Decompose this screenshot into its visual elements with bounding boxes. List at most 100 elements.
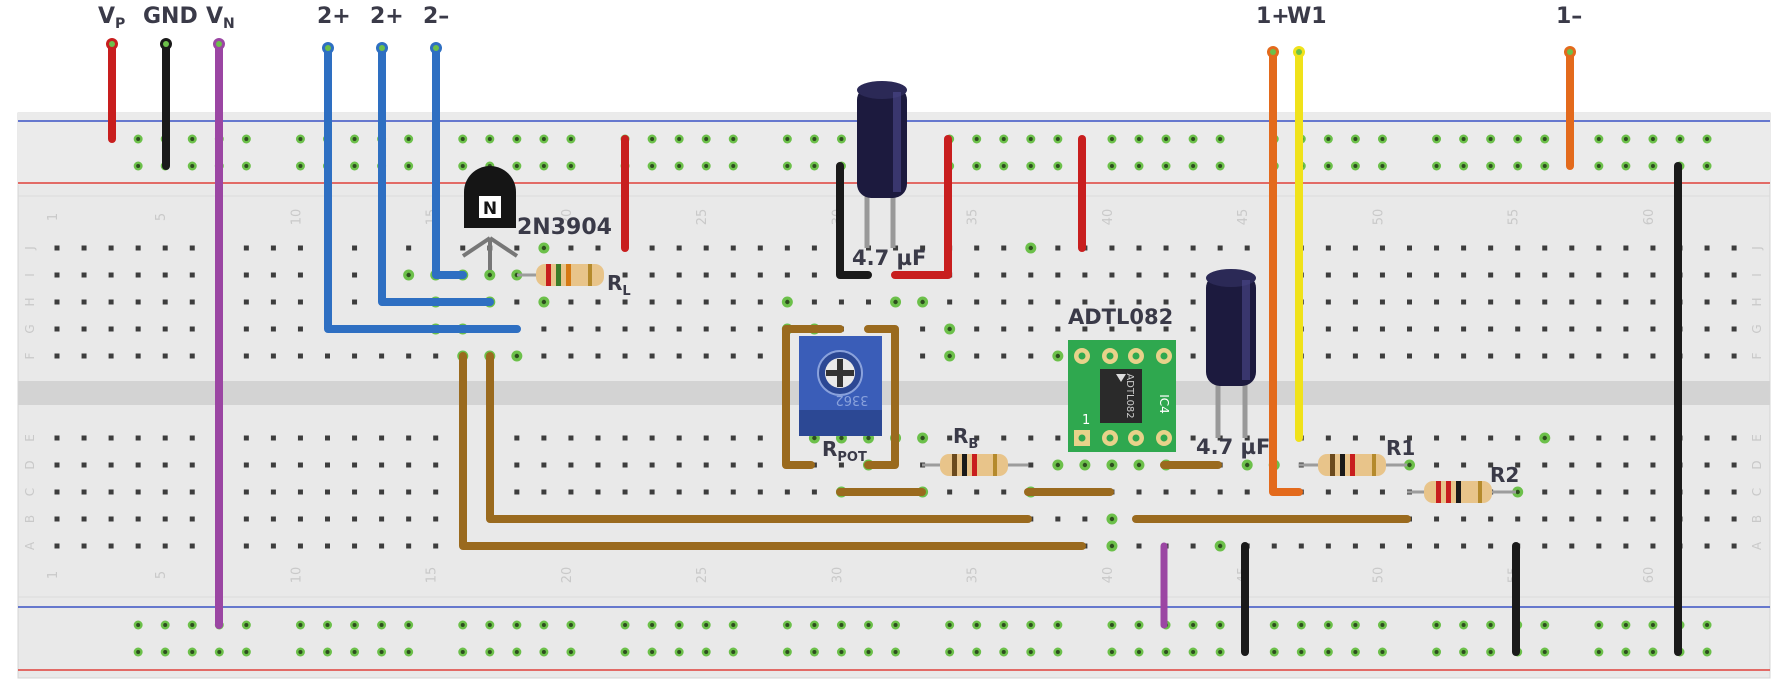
hole — [1515, 353, 1521, 359]
hole — [325, 543, 330, 549]
hole — [189, 543, 195, 549]
hole — [162, 516, 168, 522]
active-hole-core — [866, 435, 871, 441]
hole — [514, 462, 520, 468]
hole — [406, 245, 412, 251]
hole — [1704, 299, 1710, 305]
label-cap2: 4.7 µF — [1196, 435, 1270, 459]
rail-hole-core — [1191, 164, 1196, 168]
rail-hole-core — [974, 137, 979, 141]
hole — [1731, 245, 1737, 251]
label-r1: R1 — [1386, 436, 1415, 460]
rail-hole-core — [1164, 164, 1169, 168]
hole — [1055, 516, 1061, 522]
rail-hole-core — [1705, 137, 1710, 141]
rail-hole-core — [190, 137, 195, 141]
rail-hole-core — [1326, 650, 1331, 654]
hole — [1190, 245, 1196, 251]
hole — [270, 326, 276, 332]
hole — [757, 272, 763, 278]
hole — [270, 489, 276, 495]
rail-hole-core — [1137, 650, 1141, 654]
hole — [974, 435, 980, 441]
hole — [1407, 272, 1412, 278]
wire-end-core — [433, 45, 439, 51]
hole — [1596, 353, 1602, 359]
hole — [1542, 353, 1548, 359]
wire-blue-3 — [432, 44, 467, 279]
hole — [1109, 299, 1115, 305]
hole — [1731, 462, 1737, 468]
rail-hole-core — [1218, 164, 1223, 168]
rail-hole-core — [812, 623, 817, 627]
ic-pad-hole — [1160, 434, 1168, 442]
hole — [1244, 245, 1250, 251]
rail-hole-core — [514, 650, 519, 654]
hole — [352, 489, 358, 495]
rail-hole-core — [812, 650, 817, 654]
hole — [54, 462, 60, 468]
column-number: 35 — [966, 567, 981, 584]
hole — [1109, 326, 1115, 332]
hole — [406, 489, 412, 495]
hole — [1190, 272, 1196, 278]
hole — [595, 245, 601, 251]
hole — [622, 462, 628, 468]
hole — [1596, 245, 1602, 251]
resistor-rb — [922, 454, 1028, 476]
active-hole-core — [1109, 543, 1115, 549]
rail-hole-core — [704, 137, 709, 141]
hole — [297, 543, 303, 549]
hole — [676, 245, 682, 251]
hole — [1190, 489, 1196, 495]
rail-hole-core — [1488, 650, 1493, 654]
hole — [1028, 299, 1034, 305]
hole — [1569, 489, 1575, 495]
hole — [1055, 326, 1061, 332]
hole — [81, 326, 87, 332]
hole — [1434, 543, 1440, 549]
rail-hole-core — [352, 623, 357, 627]
hole — [270, 435, 276, 441]
hole — [1488, 245, 1494, 251]
hole — [54, 245, 60, 251]
column-number: 20 — [560, 209, 575, 226]
hole — [1244, 489, 1250, 495]
active-hole-core — [920, 299, 925, 305]
hole — [1650, 543, 1656, 549]
hole — [1731, 543, 1737, 549]
hole — [757, 326, 763, 332]
active-hole-core — [487, 272, 492, 278]
hole — [1407, 353, 1412, 359]
hole — [135, 272, 141, 278]
wire-orange-1plus — [1269, 48, 1303, 496]
rail-hole-core — [1055, 137, 1060, 141]
active-hole-core — [1055, 353, 1061, 359]
hole — [189, 245, 195, 251]
hole — [1461, 245, 1467, 251]
rail-hole-core — [731, 623, 736, 627]
hole — [406, 435, 412, 441]
hole — [676, 326, 682, 332]
hole — [649, 489, 655, 495]
hole — [1352, 543, 1358, 549]
hole — [1379, 326, 1385, 332]
rail-hole-core — [1353, 137, 1358, 141]
active-hole-core — [1407, 462, 1412, 468]
hole — [1623, 299, 1629, 305]
hole — [649, 272, 655, 278]
rail-hole-core — [650, 623, 655, 627]
hole — [1731, 489, 1737, 495]
rail-hole-core — [704, 164, 709, 168]
hole — [406, 462, 412, 468]
hole — [379, 435, 385, 441]
hole — [1596, 326, 1602, 332]
hole — [622, 299, 628, 305]
rail-hole-core — [568, 650, 573, 654]
rail-hole-core — [785, 164, 790, 168]
hole — [568, 326, 574, 332]
hole — [1596, 462, 1602, 468]
rail-hole-core — [1461, 623, 1466, 627]
